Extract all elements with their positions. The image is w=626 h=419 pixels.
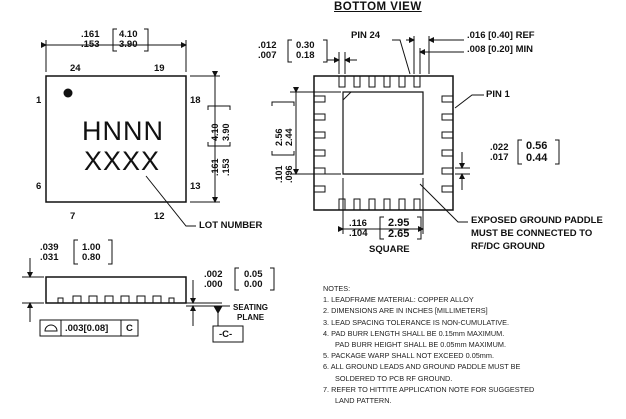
paddle-note-2: MUST BE CONNECTED TO: [471, 228, 593, 239]
pin-label-13: 13: [190, 181, 201, 192]
note-4b: PAD BURR HEIGHT SHALL BE 0.05mm MAXIMUM.: [335, 340, 506, 350]
top-height-in-top: .161: [210, 158, 220, 176]
paddle-mm-bot: 2.65: [388, 228, 410, 240]
side-view-body: [45, 276, 187, 304]
square-label: SQUARE: [369, 244, 410, 255]
lead-len-mm-top: 0.56: [526, 140, 548, 152]
paddle-note-3: RF/DC GROUND: [471, 241, 545, 252]
bottom-view-leads: [313, 75, 454, 211]
top-width-mm-bot: 3.90: [119, 39, 138, 50]
lead-width-mm-top: 0.30: [296, 40, 315, 51]
side-view-leads: [57, 295, 175, 304]
bottom-view-body: [313, 75, 454, 211]
pin-label-1: 1: [36, 95, 42, 106]
lead-width-in-top: .012: [258, 40, 277, 51]
paddle-span-in-bot: .096: [284, 165, 294, 183]
pitch-ref-label: .016 [0.40] REF: [467, 30, 535, 41]
side-thick-mm-top: 1.00: [82, 242, 101, 253]
pin1-dot: [63, 88, 73, 98]
paddle-span-in-top: .101: [274, 165, 284, 183]
note-3: 3. LEAD SPACING TOLERANCE IS NON-CUMULAT…: [323, 317, 509, 327]
pin-label-19: 19: [154, 63, 165, 74]
top-width-in-top: .161: [81, 29, 100, 40]
paddle-span-mm-top: 2.56: [274, 128, 284, 146]
pin-label-7: 7: [70, 211, 76, 222]
side-thick-mm-bot: 0.80: [82, 252, 101, 263]
lead-width-mm-bot: 0.18: [296, 50, 315, 61]
flatness-value: .003[0.08]: [65, 323, 109, 334]
seating-plane-label-2: PLANE: [237, 313, 265, 322]
datum-c-label: -C-: [219, 329, 233, 340]
note-4a: 4. PAD BURR LENGTH SHALL BE 0.15mm MAXIM…: [323, 328, 505, 338]
top-width-mm-top: 4.10: [119, 29, 138, 40]
top-view-body: [45, 75, 187, 203]
standoff-mm-bot: 0.00: [244, 279, 263, 290]
note-7b: LAND PATTERN.: [335, 396, 392, 406]
pin-label-18: 18: [190, 95, 201, 106]
bottom-view-title: BOTTOM VIEW: [334, 1, 422, 13]
top-height-in-bot: .153: [221, 158, 231, 176]
notes-block: NOTES: 1. LEADFRAME MATERIAL: COPPER ALL…: [323, 283, 534, 406]
lead-width-in-bot: .007: [258, 50, 277, 61]
datum-box: [212, 325, 244, 343]
note-2: 2. DIMENSIONS ARE IN INCHES [MILLIMETERS…: [323, 306, 488, 316]
top-height-mm-top: 4.10: [210, 123, 220, 141]
lead-len-mm-bot: 0.44: [526, 152, 548, 164]
side-thick-in-top: .039: [40, 242, 59, 253]
side-thick-in-bot: .031: [40, 252, 59, 263]
lot-number-label: LOT NUMBER: [199, 220, 263, 231]
flatness-datum-ref: C: [126, 323, 133, 334]
standoff-in-bot: .000: [204, 279, 223, 290]
flatness-frame: [39, 319, 139, 337]
min-gap-label: .008 [0.20] MIN: [467, 44, 533, 55]
marking-line-2: XXXX: [84, 146, 161, 176]
standoff-mm-top: 0.05: [244, 269, 263, 280]
note-6a: 6. ALL GROUND LEADS AND GROUND PADDLE MU…: [323, 362, 521, 372]
note-5: 5. PACKAGE WARP SHALL NOT EXCEED 0.05mm.: [323, 351, 494, 361]
lead-len-in-top: .022: [490, 142, 509, 153]
seating-plane-label-1: SEATING: [233, 303, 268, 312]
pin-label-6: 6: [36, 181, 42, 192]
paddle-in-top: .116: [349, 218, 367, 229]
pin-1-label: PIN 1: [486, 89, 510, 100]
lead-len-in-bot: .017: [490, 152, 509, 163]
note-7a: 7. REFER TO HITTITE APPLICATION NOTE FOR…: [323, 384, 535, 394]
notes-heading: NOTES:: [323, 284, 351, 293]
note-6b: SOLDERED TO PCB RF GROUND.: [335, 373, 453, 383]
paddle-in-bot: .104: [349, 228, 368, 239]
standoff-in-top: .002: [204, 269, 223, 280]
marking-line-1: HNNN: [82, 116, 164, 146]
note-1: 1. LEADFRAME MATERIAL: COPPER ALLOY: [323, 295, 474, 305]
ground-paddle: [342, 91, 424, 175]
paddle-span-mm-bot: 2.44: [284, 128, 294, 146]
pin-label-24: 24: [70, 63, 81, 74]
pin-24-label: PIN 24: [351, 30, 381, 41]
top-height-mm-bot: 3.90: [221, 123, 231, 141]
pin-label-12: 12: [154, 211, 165, 222]
paddle-mm-top: 2.95: [388, 217, 410, 229]
top-width-in-bot: .153: [81, 39, 100, 50]
paddle-note-1: EXPOSED GROUND PADDLE: [471, 215, 603, 226]
